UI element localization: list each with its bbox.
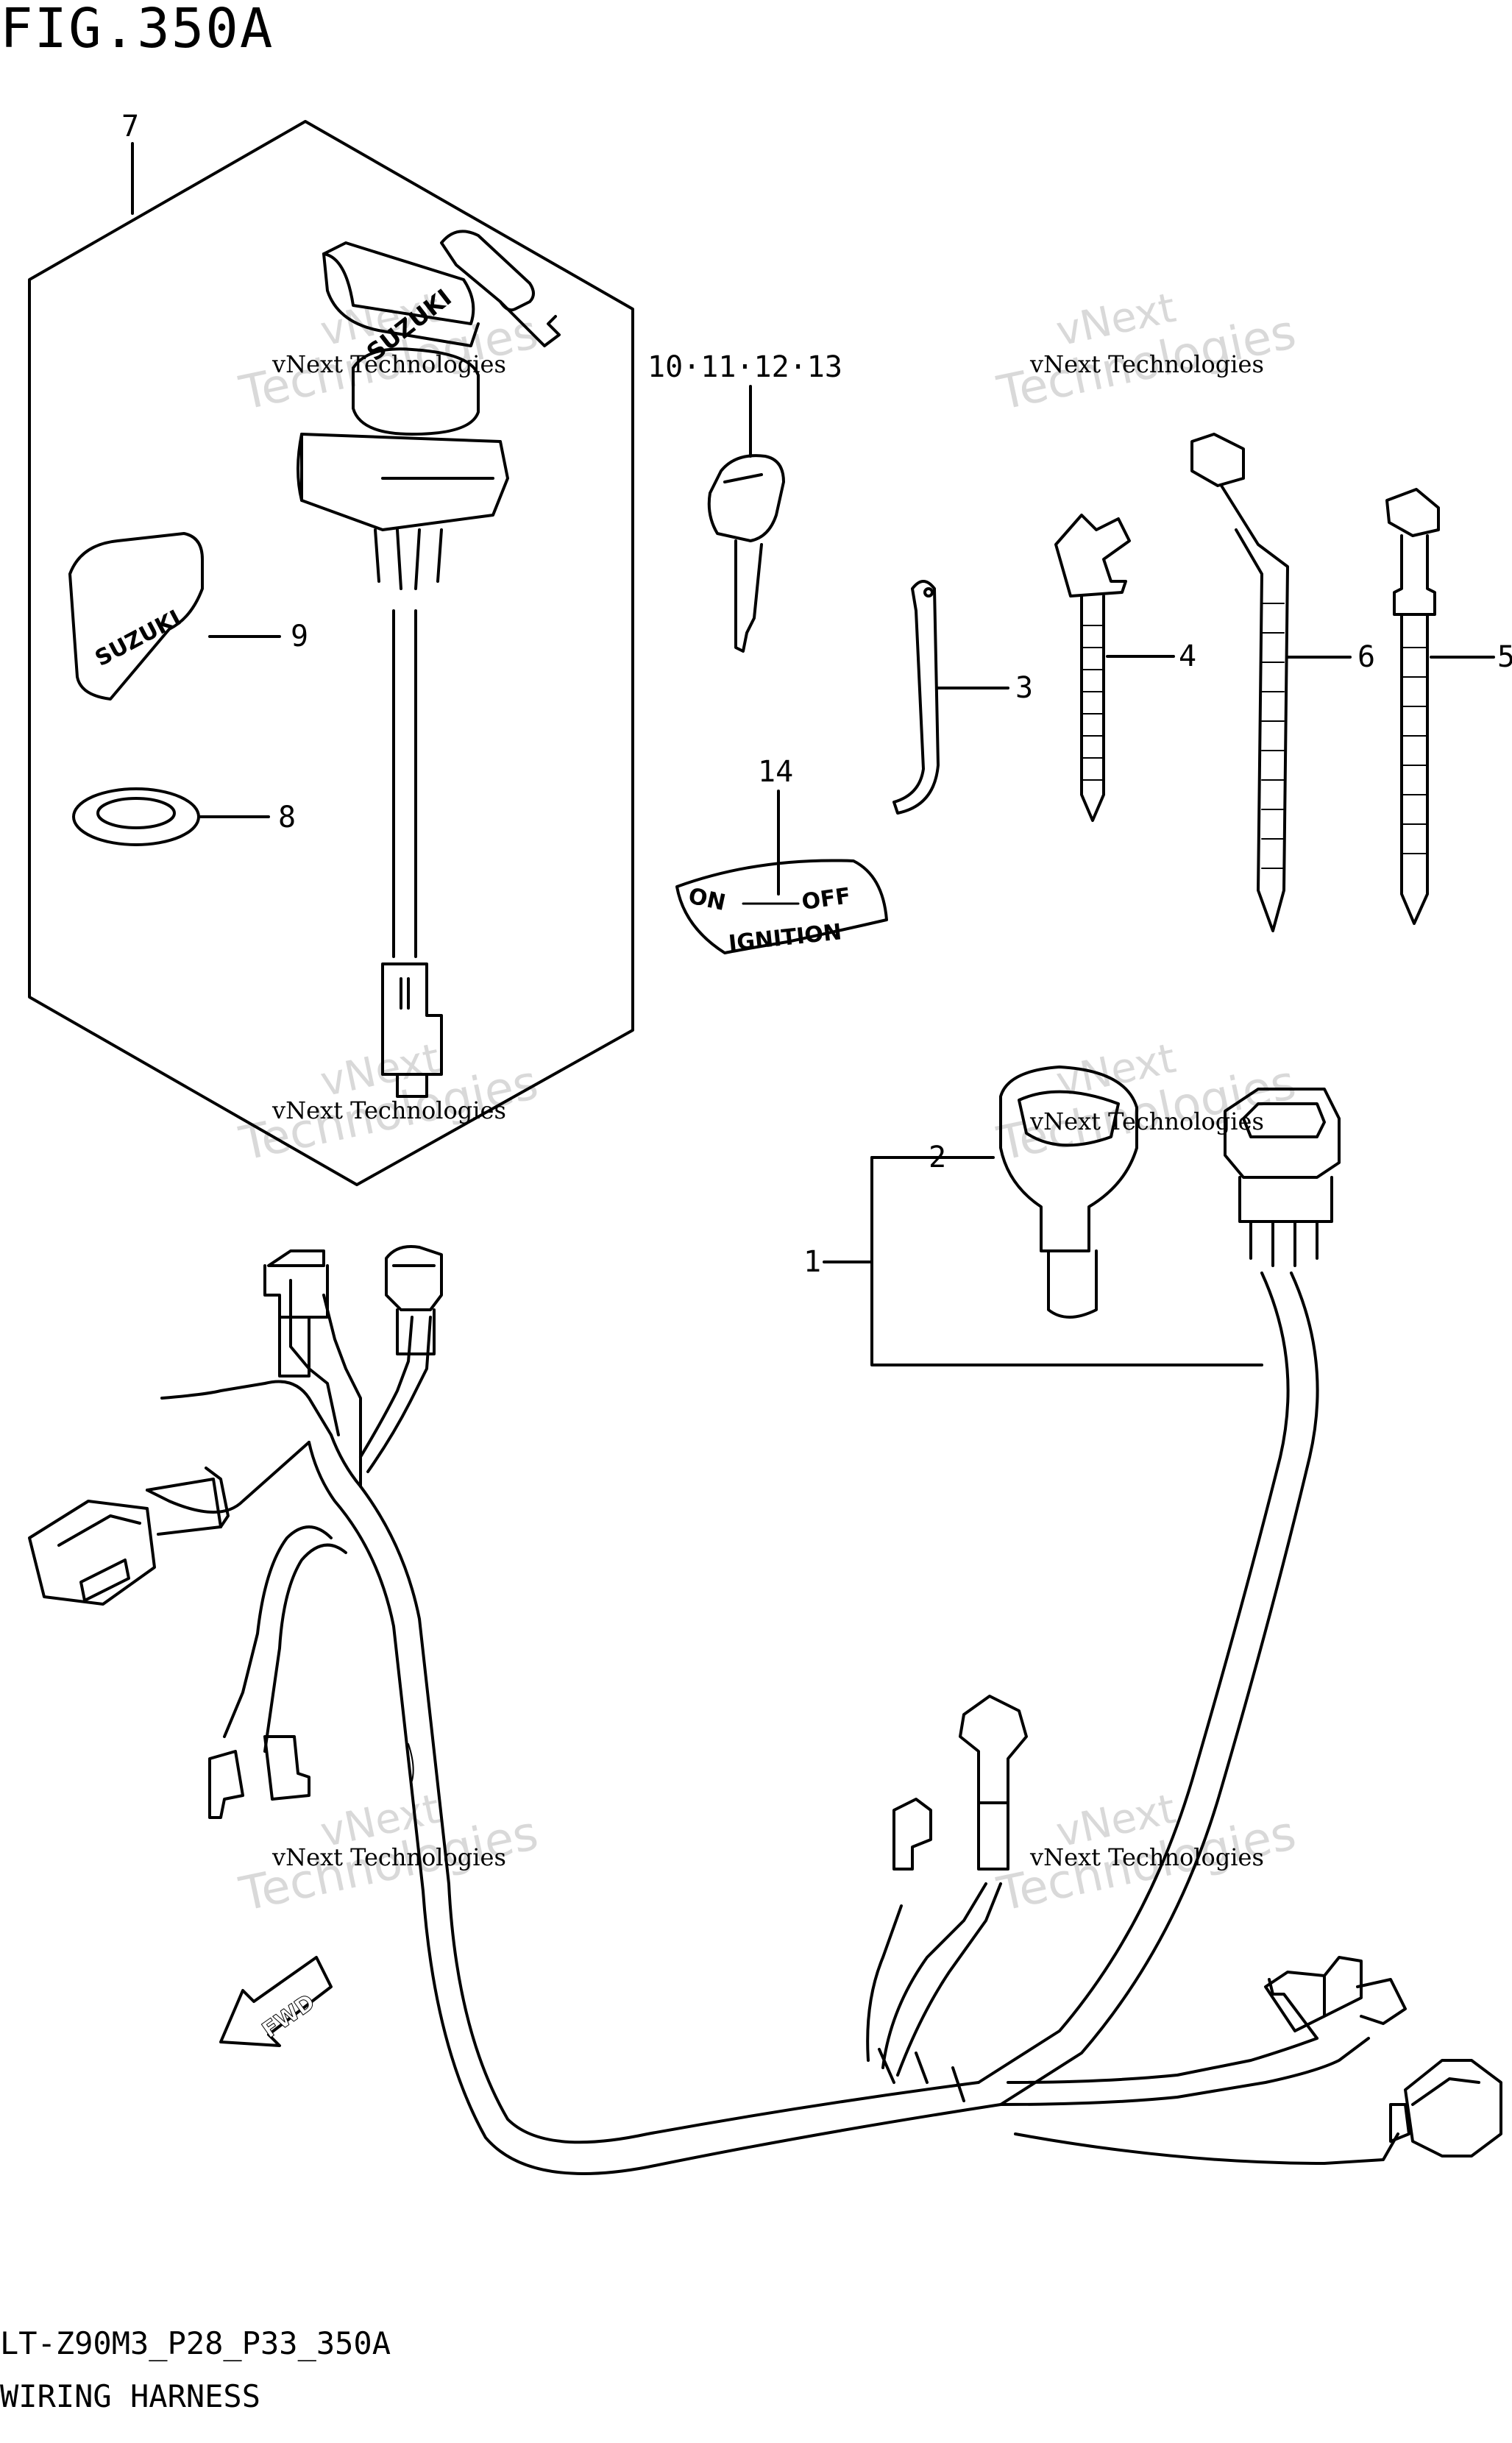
callout-2: 2 <box>929 1141 946 1174</box>
watermark-text: vNext Technologies <box>1030 1843 1264 1871</box>
key <box>707 454 785 653</box>
label-on: ON <box>686 883 728 916</box>
bundle-connector-a <box>263 1249 329 1377</box>
callout-7: 7 <box>121 110 139 143</box>
callout-8: 8 <box>278 801 296 834</box>
ring-nut <box>72 787 200 846</box>
mid-branch <box>866 1695 1028 2077</box>
ignition-assembly-outline <box>28 120 634 1186</box>
callout-1: 1 <box>803 1245 821 1279</box>
callout-5: 5 <box>1497 640 1512 674</box>
cable-tie <box>1385 488 1440 925</box>
ignition-cap: SUZUKI <box>68 532 204 701</box>
cable-tie-long <box>1190 433 1289 932</box>
fwd-text: FWD <box>258 1989 319 2043</box>
brand-text-cap: SUZUKI <box>91 606 185 672</box>
watermark-text: vNext Technologies <box>272 1096 506 1124</box>
wire-clip <box>892 580 940 815</box>
connector-boot <box>999 1066 1138 1319</box>
callout-10-13: 10·11·12·13 <box>647 350 842 384</box>
ignition-switch: SUZUKI <box>297 230 561 1098</box>
ignition-label-sticker <box>675 859 888 954</box>
bundle-connector-b <box>385 1245 443 1355</box>
callout-9: 9 <box>291 620 308 653</box>
figure-code: LT-Z90M3_P28_P33_350A <box>0 2325 391 2361</box>
bracket-1 <box>870 1156 1263 1366</box>
left-connector <box>28 1467 230 1606</box>
label-ignition: IGNITION <box>728 919 843 957</box>
figure-name: WIRING HARNESS <box>0 2378 261 2414</box>
right-lower-branch <box>999 1956 1502 2165</box>
callout-3: 3 <box>1015 671 1033 705</box>
main-connector <box>1224 1088 1341 1267</box>
fwd-arrow: FWD <box>219 1956 333 2047</box>
watermark-text: vNext Technologies <box>272 350 506 378</box>
callout-14: 14 <box>758 755 793 789</box>
callout-4: 4 <box>1179 639 1196 673</box>
figure-title: FIG.350A <box>0 0 274 60</box>
lower-left-branch <box>208 1525 347 1819</box>
upper-left-branch <box>146 1279 432 1514</box>
watermark-text: vNext Technologies <box>272 1843 506 1871</box>
harness-trunk <box>308 1272 1319 2175</box>
callout-6: 6 <box>1357 640 1375 674</box>
watermark-text: vNext Technologies <box>1030 350 1264 378</box>
label-off: OFF <box>801 883 853 915</box>
cable-tie-clamp <box>1054 514 1131 822</box>
